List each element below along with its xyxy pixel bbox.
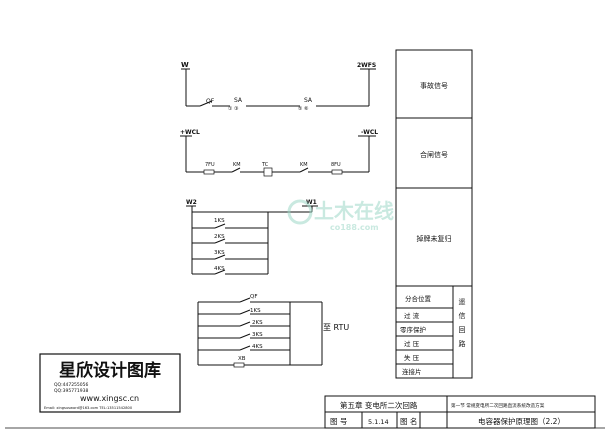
bus-nwcl-label: -WCL (361, 129, 378, 136)
terminal-xb (233, 362, 245, 368)
circuit-rtu-signals: QF 1KS 2KS 3KS 4KS XB 至 RTU (197, 294, 349, 368)
qf-contact (199, 100, 213, 107)
fu8-label: 8FU (331, 162, 341, 168)
rtu-ks4-label: 4KS (252, 344, 263, 350)
bus-w2-label: W2 (186, 199, 197, 206)
remote-char-1: 遥 (459, 297, 466, 306)
bus-w-label: W (181, 61, 189, 69)
fig-name-label: 图 名 (400, 416, 417, 426)
watermark-text: 土木在线 (314, 199, 394, 223)
sa2-pins: ⑤ ⑥ (298, 106, 309, 112)
rtu-ks1-label: 1KS (250, 308, 261, 314)
logo-frame (39, 353, 181, 413)
trip-coil-tc (263, 167, 273, 177)
closing-signal-label: 合闸信号 (420, 150, 448, 159)
signal-panel: 事故信号 合闸信号 掉牌未复归 分合位置 过 流 零序保护 过 压 失 压 连接… (395, 49, 473, 379)
circuit-relay-ks: W2 W1 1KS 2KS 3KS 4KS (186, 199, 318, 275)
bus-w1-label: W1 (306, 199, 317, 206)
fig-no-label: 图 号 (330, 417, 347, 426)
watermark: 土木在线 co188.com (287, 199, 394, 232)
logo-contact: Email: xingsusword@163.com TEL:135115428… (44, 406, 133, 410)
row-overcurrent: 过 流 (404, 311, 420, 320)
row-undervoltage: 失 压 (404, 353, 420, 362)
remote-char-2: 信 (459, 311, 466, 320)
logo-qq2: QQ:395771938 (54, 388, 89, 394)
row-position: 分合位置 (405, 294, 432, 303)
fu7-label: 7FU (205, 162, 215, 168)
remote-char-3: 回 (459, 326, 466, 334)
chapter-title: 第五章 变电所二次回路 (340, 400, 418, 410)
ks1-label: 1KS (214, 218, 225, 224)
watermark-sub: co188.com (330, 223, 379, 232)
row-overvoltage: 过 压 (404, 339, 420, 348)
row-zero-seq: 零序保护 (400, 325, 426, 334)
circuit-signal-w: W QF SA ① ③ SA ⑤ ⑥ 2WFS (181, 61, 376, 112)
xb-label: XB (238, 356, 246, 362)
fault-not-reset-label: 掉牌未复归 (417, 234, 452, 243)
fig-no-value: 5.1.14 (368, 418, 389, 426)
rtu-ks3-label: 3KS (252, 332, 263, 338)
section-title: 第一节 常规变电所二次回路直流系统改造方案 (451, 402, 545, 409)
logo-stamp: 星欣设计图库 QQ:447255056 QQ:395771938 www.xin… (39, 353, 181, 413)
logo-qq1: QQ:447255056 (54, 382, 89, 388)
km2-label: KM (300, 162, 308, 168)
fig-name-value: 电容器保护原理图（2.2） (478, 416, 565, 426)
logo-title: 星欣设计图库 (59, 360, 161, 381)
sa1-pins: ① ③ (228, 106, 239, 112)
rtu-ks2-label: 2KS (252, 320, 263, 326)
sa2-label: SA (304, 97, 313, 104)
sa1-label: SA (234, 97, 243, 104)
ks3-label: 3KS (214, 250, 225, 256)
title-block: 第五章 变电所二次回路 第一节 常规变电所二次回路直流系统改造方案 图 号 5.… (324, 395, 596, 429)
circuit-control-wcl: +WCL 7FU KM TC KM 8FU -WCL (180, 129, 378, 177)
tc-label: TC (261, 162, 269, 168)
fuse-8fu (331, 169, 343, 175)
bus-2wfs-label: 2WFS (357, 62, 376, 69)
rtu-label: 至 RTU (323, 323, 349, 332)
ks2-label: 2KS (214, 234, 225, 240)
bus-pwcl-label: +WCL (180, 129, 200, 136)
ks-contact-rows: 1KS 2KS 3KS 4KS (192, 218, 268, 275)
row-link-piece: 连接片 (402, 367, 422, 376)
remote-signal-table (395, 285, 473, 379)
watermark-logo-icon (287, 199, 313, 225)
km1-label: KM (233, 162, 241, 168)
qf-rtu-label: QF (250, 294, 258, 300)
fuse-7fu (203, 169, 215, 175)
logo-url: www.xingsc.cn (80, 394, 139, 403)
ks4-label: 4KS (214, 266, 225, 272)
remote-char-4: 路 (459, 339, 466, 348)
accident-signal-label: 事故信号 (420, 81, 448, 90)
